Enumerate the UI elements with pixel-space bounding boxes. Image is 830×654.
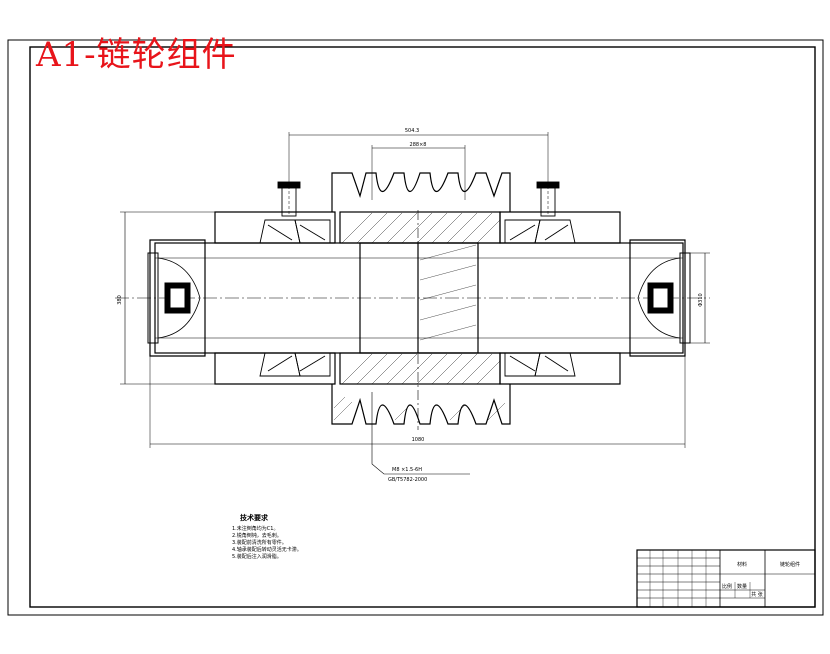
dim-left-height: 380 — [117, 295, 123, 305]
title-block-sheet: 共 张 — [751, 591, 763, 598]
drawing-title: A1-链轮组件 — [36, 35, 237, 75]
tolerance-note-line2: GB/T5782-2000 — [388, 477, 427, 483]
dim-bottom-total: 1080 — [412, 437, 425, 443]
title-block-material: 材料 — [737, 561, 747, 568]
tech-req-item-1: 1.未注倒角均为C1。 — [232, 525, 278, 532]
tech-req-item-4: 4.轴承装配后转动灵活无卡滞。 — [232, 546, 302, 553]
inner-border — [29, 46, 816, 608]
technical-requirements: 技术要求 1.未注倒角均为C1。 2.锐角倒钝，去毛刺。 3.装配前清洗所有零件… — [232, 513, 302, 560]
title-block-scale: 比例 — [722, 583, 732, 590]
title-block-drawing-name: 链轮组件 — [780, 561, 800, 568]
dim-top-inner: 288×8 — [410, 142, 427, 148]
dim-right-height: Φ310 — [698, 293, 704, 306]
tech-req-item-2: 2.锐角倒钝，去毛刺。 — [232, 532, 282, 539]
dim-top-outer: 504.3 — [405, 128, 419, 134]
tolerance-note-line1: M8 ×1.5-6H — [392, 467, 422, 473]
title-block — [636, 549, 816, 608]
outer-frame — [7, 39, 824, 616]
tech-req-item-3: 3.装配前清洗所有零件。 — [232, 539, 287, 546]
tech-req-item-5: 5.装配后注入润滑脂。 — [232, 553, 282, 560]
sprocket-assembly — [115, 132, 710, 475]
title-block-quantity: 数量 — [737, 583, 747, 590]
tech-req-heading: 技术要求 — [240, 513, 269, 522]
